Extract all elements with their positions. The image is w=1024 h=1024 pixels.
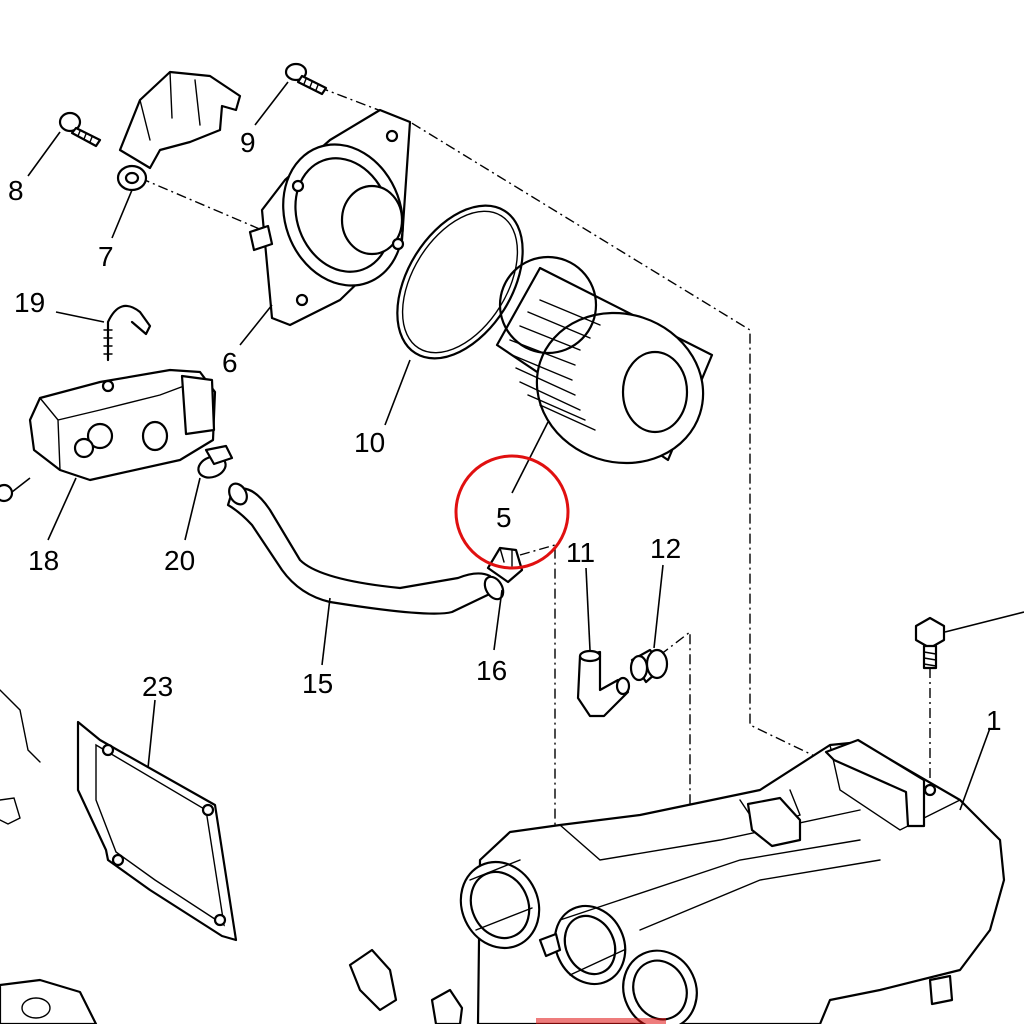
- callout-15: 15: [302, 668, 333, 699]
- highlight-mark-bottom: [536, 1018, 666, 1024]
- part-20-clamp[interactable]: [195, 444, 234, 481]
- part-7-bracket[interactable]: [116, 70, 242, 192]
- part-12-grommet[interactable]: [629, 648, 669, 684]
- part-9-screw[interactable]: [284, 62, 328, 96]
- callout-16: 16: [476, 655, 507, 686]
- callout-18: 18: [28, 545, 59, 576]
- callout-11: 11: [566, 537, 595, 568]
- part-lower-fittings[interactable]: [348, 932, 562, 1024]
- callout-5: 5: [496, 502, 512, 533]
- callout-19: 19: [14, 287, 45, 318]
- part-11-elbow[interactable]: [576, 649, 631, 718]
- callout-labels: 8 9 7 19 6 10 5 18 20 11 12 16 15 23 1: [8, 127, 1002, 736]
- part-5-filter[interactable]: [495, 255, 723, 484]
- callout-1: 1: [986, 705, 1002, 736]
- part-left-edge: [0, 689, 98, 1024]
- part-19-clip[interactable]: [103, 304, 152, 362]
- callout-9: 9: [240, 127, 256, 158]
- part-6-housing[interactable]: [248, 108, 422, 327]
- callout-7: 7: [98, 241, 114, 272]
- highlight-circle: [454, 454, 570, 570]
- part-16-clamp[interactable]: [486, 546, 524, 584]
- callout-20: 20: [164, 545, 195, 576]
- callout-23: 23: [142, 671, 173, 702]
- callout-6: 6: [222, 347, 238, 378]
- callout-12: 12: [650, 533, 681, 564]
- part-18-valve-body[interactable]: [28, 368, 217, 482]
- part-15-hose[interactable]: [226, 480, 507, 615]
- part-23-gasket[interactable]: [76, 720, 238, 942]
- part-1-manifold[interactable]: [447, 738, 1006, 1024]
- leader-lines: [11, 81, 1024, 811]
- callout-10: 10: [354, 427, 385, 458]
- callout-8: 8: [8, 175, 24, 206]
- part-bolt-right[interactable]: [914, 616, 946, 670]
- part-8-screw[interactable]: [58, 111, 102, 148]
- part-bolt-left[interactable]: [0, 483, 14, 503]
